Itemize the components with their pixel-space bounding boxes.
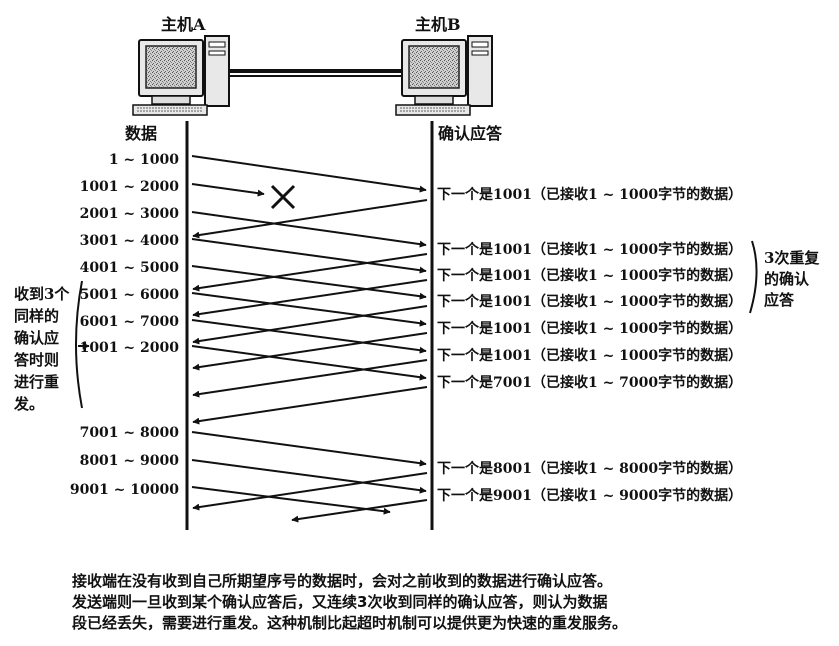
host-a-computer-icon [132,35,230,116]
note-line: 发。 [13,395,44,413]
data-arrow [191,431,427,467]
ack-label: 下一个是1001（已接收1 ~ 1000字节的数据） [437,241,742,258]
host-b-label: 主机B [415,15,461,34]
data-arrow [191,319,427,354]
data-arrows [191,155,427,515]
duplicate-ack-brace [749,240,758,314]
caption-line: 发送端则一旦收到某个确认应答后，又连续3次收到同样的确认应答，则认为数据 [72,593,608,611]
ack-arrows [192,199,428,523]
data-arrow [191,486,391,515]
caption-line: 段已经丢失，需要进行重发。这种机制比起超时机制可以提供更为快速的重发服务。 [72,614,628,632]
segment-label: 7001 ~ 8000 [80,425,180,441]
segment-label: 1 ~ 1000 [109,152,179,168]
caption-line: 接收端在没有收到自己所期望序号的数据时，会对之前收到的数据进行确认应答。 [72,572,613,590]
data-arrow [191,238,427,274]
ack-arrow [192,359,428,398]
data-arrow [191,292,427,327]
ack-arrow [192,305,428,345]
ack-arrow [192,199,428,239]
data-arrow [191,265,427,300]
ack-label: 下一个是1001（已接收1 ~ 1000字节的数据） [437,293,742,310]
segment-label: 8001 ~ 9000 [80,453,180,469]
ack-label: 下一个是8001（已接收1 ~ 8000字节的数据） [437,460,742,477]
data-arrow [191,211,427,248]
note-line: 答时则 [14,351,59,369]
ack-label: 下一个是1001（已接收1 ~ 1000字节的数据） [437,347,742,364]
segment-label: 5001 ~ 6000 [80,287,180,303]
segment-label: 6001 ~ 7000 [80,314,180,330]
data-arrow [191,459,427,494]
note-line: 的确认 [764,270,810,288]
duplicate-ack-note: 3次重复 的确认 应答 [764,249,820,309]
note-line: 同样的 [14,307,59,325]
ack-label: 下一个是1001（已接收1 ~ 1000字节的数据） [437,267,742,284]
retransmit-brace [75,280,83,409]
ack-label: 下一个是7001（已接收1 ~ 7000字节的数据） [437,374,742,391]
network-cable [229,69,402,77]
ack-arrow [192,472,428,511]
ack-label: 下一个是9001（已接收1 ~ 9000字节的数据） [437,487,742,504]
ack-arrow [192,253,428,292]
data-column-header: 数据 [125,124,157,143]
note-line: 收到3个 [14,285,70,303]
data-arrow-lost [191,183,265,197]
segment-labels: 1 ~ 1000 1001 ~ 2000 2001 ~ 3000 3001 ~ … [70,152,179,498]
ack-label: 下一个是1001（已接收1 ~ 1000字节的数据） [437,320,742,337]
ack-arrow [192,332,428,371]
note-line: 进行重 [14,373,59,391]
host-b-computer-icon [395,35,493,116]
ack-arrow [291,499,428,523]
note-line: 确认应 [14,329,59,347]
retransmit-note: 收到3个 同样的 确认应 答时则 进行重 发。 [13,285,70,413]
caption: 接收端在没有收到自己所期望序号的数据时，会对之前收到的数据进行确认应答。 发送端… [72,571,792,634]
segment-label: 1001 ~ 2000 [80,179,180,195]
host-a-label: 主机A [161,15,206,34]
segment-label: 9001 ~ 10000 [70,482,179,498]
ack-label: 下一个是1001（已接收1 ~ 1000字节的数据） [437,186,742,203]
ack-labels: 下一个是1001（已接收1 ~ 1000字节的数据） 下一个是1001（已接收1… [437,186,742,504]
note-line: 3次重复 [764,249,820,267]
segment-label: 3001 ~ 4000 [80,233,180,249]
ack-column-header: 确认应答 [438,124,503,143]
data-arrow-retransmit [191,345,427,381]
packet-lost-x-icon [270,184,296,210]
segment-label: 1001 ~ 2000 [80,340,180,356]
note-line: 应答 [764,291,795,309]
data-arrow [191,155,427,193]
ack-arrow [192,279,428,318]
segment-label: 2001 ~ 3000 [80,206,180,222]
segment-label: 4001 ~ 5000 [80,260,180,276]
ack-arrow [192,386,428,425]
